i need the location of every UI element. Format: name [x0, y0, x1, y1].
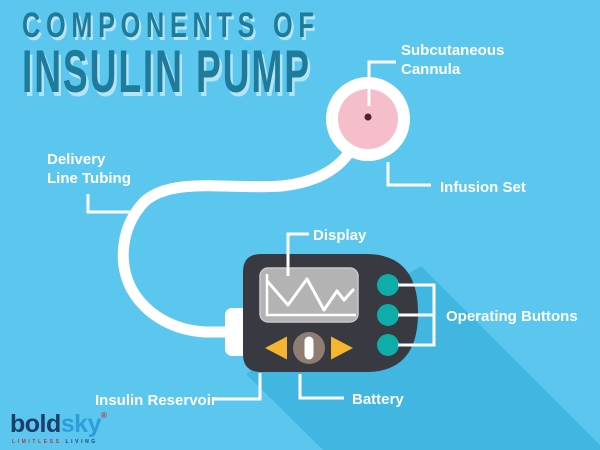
label-battery: Battery — [352, 391, 404, 408]
label-delivery-line-tubing: Delivery Line Tubing — [47, 150, 131, 188]
display-waveform — [266, 277, 355, 312]
logo-part-bold: bold — [10, 410, 61, 438]
boldsky-logo-wordmark: boldsky® — [10, 410, 107, 438]
display-axis — [265, 274, 356, 317]
label-display: Display — [313, 227, 367, 244]
label-delivery-line-tubing-line1: Delivery — [47, 151, 106, 168]
logo-tagline-word2: LIVING — [65, 439, 98, 445]
leader-infusion-set — [386, 162, 431, 187]
battery-button-slot — [304, 336, 314, 360]
operating-button-middle — [377, 304, 399, 326]
label-subcutaneous-cannula-line2: Cannula — [401, 61, 461, 78]
label-subcutaneous-cannula: Subcutaneous Cannula — [401, 41, 504, 79]
registered-trademark-icon: ® — [100, 411, 107, 420]
logo-part-sky: sky — [60, 410, 102, 438]
title-line-2: INSULIN PUMP — [22, 38, 311, 105]
label-subcutaneous-cannula-line1: Subcutaneous — [401, 42, 505, 59]
boldsky-logo: boldsky® LIMITLESS LIVING — [10, 410, 107, 445]
cannula-dot — [364, 113, 372, 121]
title-line-1: COMPONENTS OF — [22, 6, 320, 45]
page-title: COMPONENTS OF INSULIN PUMP — [22, 6, 488, 105]
leader-operating-buttons-bracket — [398, 283, 436, 347]
label-delivery-line-tubing-line2: Line Tubing — [47, 170, 131, 187]
label-insulin-reservoir: Insulin Reservoir — [95, 392, 217, 409]
label-operating-buttons: Operating Buttons — [446, 308, 578, 325]
operating-button-top — [377, 274, 399, 296]
arrow-left-button — [265, 336, 287, 360]
display-screen — [259, 267, 359, 323]
leader-delivery-line-tubing — [86, 194, 133, 214]
leader-insulin-reservoir — [213, 373, 262, 401]
arrow-right-button — [331, 336, 353, 360]
leader-subcutaneous-cannula — [367, 60, 396, 106]
leader-display — [286, 232, 309, 276]
leader-battery — [298, 374, 344, 400]
logo-tagline: LIMITLESS LIVING — [12, 440, 106, 445]
delivery-tube — [117, 134, 362, 338]
operating-button-bottom — [377, 334, 399, 356]
label-infusion-set: Infusion Set — [440, 179, 526, 196]
logo-tagline-word1: LIMITLESS — [12, 439, 62, 445]
drop-shadow — [246, 266, 600, 450]
